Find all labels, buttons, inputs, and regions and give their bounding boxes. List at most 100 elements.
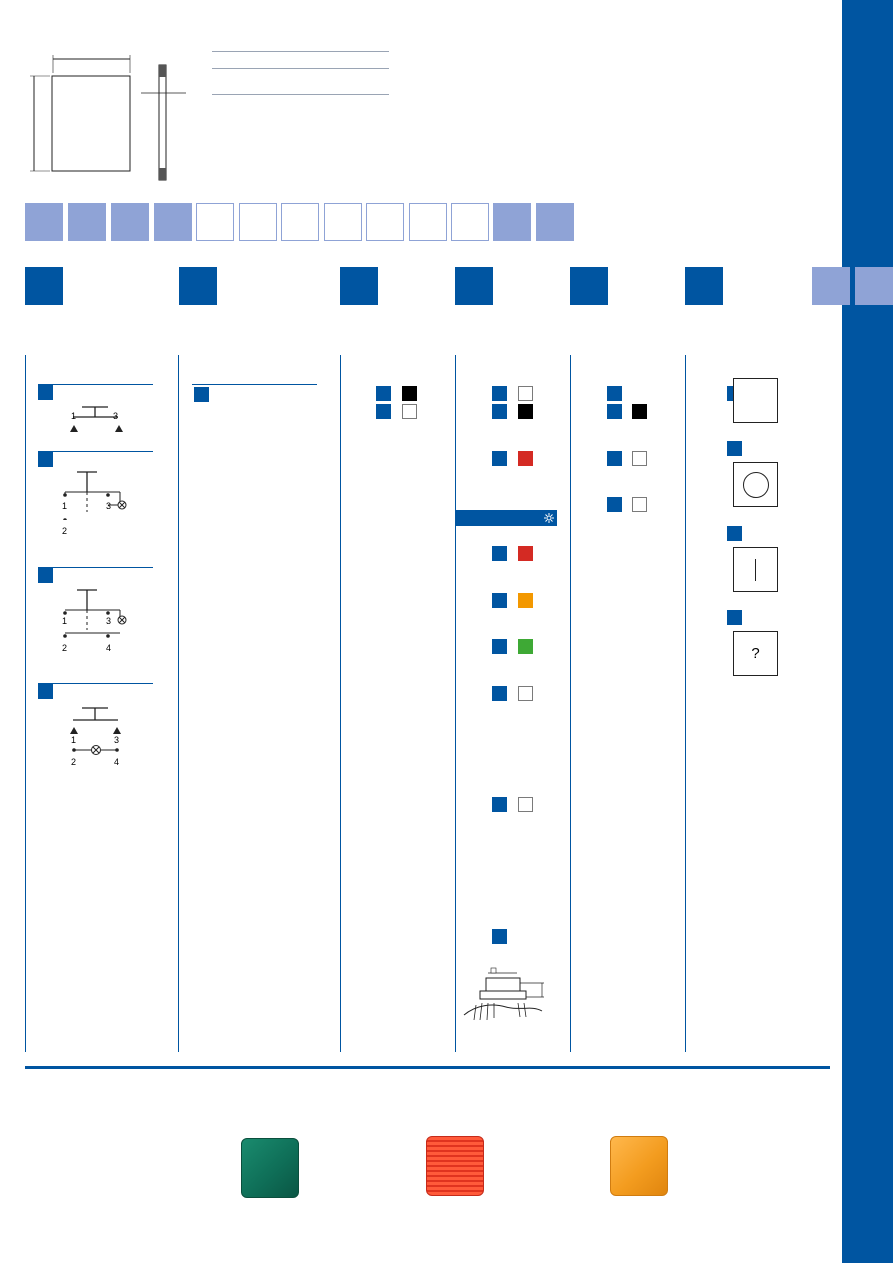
item-marker: [38, 385, 53, 400]
segment-cell: [281, 203, 319, 241]
column-header-marker: [812, 267, 850, 305]
item-marker: [376, 386, 391, 401]
segment-cell: [451, 203, 489, 241]
item-marker: [38, 568, 53, 583]
item-marker: [492, 546, 507, 561]
item-marker: [492, 686, 507, 701]
orange-lens-photo: [610, 1136, 668, 1196]
color-swatch-white: [518, 797, 533, 812]
column-header-marker: [179, 267, 217, 305]
header-line: [212, 94, 389, 95]
color-swatch-black: [402, 386, 417, 401]
column-divider: [685, 355, 686, 1052]
color-swatch-black: [518, 404, 533, 419]
section-rule: [38, 384, 153, 385]
line-symbol-icon: [755, 558, 756, 581]
item-marker: [194, 387, 209, 402]
color-swatch-white: [632, 497, 647, 512]
item-marker: [492, 386, 507, 401]
column-header-marker: [455, 267, 493, 305]
color-swatch-white: [402, 404, 417, 419]
contact-diagram-1: [73, 406, 118, 418]
segment-cell: [493, 203, 531, 241]
item-marker: [607, 386, 622, 401]
segment-cell: [324, 203, 362, 241]
contact-diagram-3: [63, 589, 127, 638]
item-marker: [492, 404, 507, 419]
terminal-label: 1: [62, 501, 68, 511]
item-marker: [492, 593, 507, 608]
segment-cell: [196, 203, 234, 241]
terminal-label: 2: [71, 757, 77, 767]
item-marker: [727, 526, 742, 541]
column-divider: [570, 355, 571, 1052]
illuminated-band: [456, 510, 557, 526]
color-swatch-red: [518, 451, 533, 466]
contact-diagram-4: [70, 707, 121, 755]
column-header-marker: [570, 267, 608, 305]
sun-icon: [544, 513, 554, 523]
item-marker: [727, 610, 742, 625]
terminal-label: 1: [62, 616, 68, 626]
column-header-marker: [340, 267, 378, 305]
item-marker: [607, 497, 622, 512]
segment-cell: [25, 203, 63, 241]
item-marker: [38, 452, 53, 467]
item-marker: [727, 441, 742, 456]
terminal-label: 3: [114, 735, 120, 745]
color-swatch-red: [518, 546, 533, 561]
terminal-label: 4: [106, 643, 112, 653]
section-rule: [38, 451, 153, 452]
terminal-label: 1: [71, 735, 77, 745]
segment-cell: [409, 203, 447, 241]
color-swatch-white: [632, 451, 647, 466]
terminal-label: 1: [71, 411, 77, 421]
section-rule: [192, 384, 317, 385]
color-swatch-black: [632, 404, 647, 419]
column-divider: [455, 355, 456, 1052]
segment-cell: [154, 203, 192, 241]
terminal-label: 3: [106, 616, 112, 626]
column-header-marker: [685, 267, 723, 305]
item-marker: [607, 404, 622, 419]
item-marker: [492, 929, 507, 944]
contact-diagram-2: [63, 471, 127, 520]
terminal-label: 3: [113, 411, 119, 421]
terminal-markers-1: [70, 425, 123, 432]
circle-symbol-icon: [742, 471, 769, 498]
column-divider: [25, 355, 26, 1052]
item-marker: [492, 451, 507, 466]
segment-cell: [536, 203, 574, 241]
color-swatch-orange: [518, 593, 533, 608]
mounting-drawing: [463, 967, 544, 1021]
lens-line: [733, 547, 778, 592]
segment-cell: [366, 203, 404, 241]
terminal-label: 2: [62, 526, 68, 536]
header-line: [212, 51, 389, 52]
green-lens-photo: [241, 1138, 299, 1198]
lens-question-label: ?: [751, 645, 760, 662]
segment-cell: [68, 203, 106, 241]
side-tab-bar: [842, 0, 893, 1263]
column-header-marker: [855, 267, 893, 305]
segment-cell: [239, 203, 277, 241]
item-marker: [607, 451, 622, 466]
column-header-marker: [25, 267, 63, 305]
color-swatch-white: [518, 686, 533, 701]
segment-cell: [111, 203, 149, 241]
lens-circle: [733, 462, 778, 507]
lens-blank: [733, 378, 778, 423]
item-marker: [492, 797, 507, 812]
color-swatch-white: [518, 386, 533, 401]
column-divider: [178, 355, 179, 1052]
terminal-label: 4: [114, 757, 120, 767]
section-rule: [38, 683, 153, 684]
footer-rule: [25, 1066, 830, 1069]
color-swatch-green: [518, 639, 533, 654]
red-lens-photo: [426, 1136, 484, 1196]
item-marker: [376, 404, 391, 419]
item-marker: [38, 684, 53, 699]
section-rule: [38, 567, 153, 568]
dimension-drawing: [30, 55, 186, 181]
column-divider: [340, 355, 341, 1052]
